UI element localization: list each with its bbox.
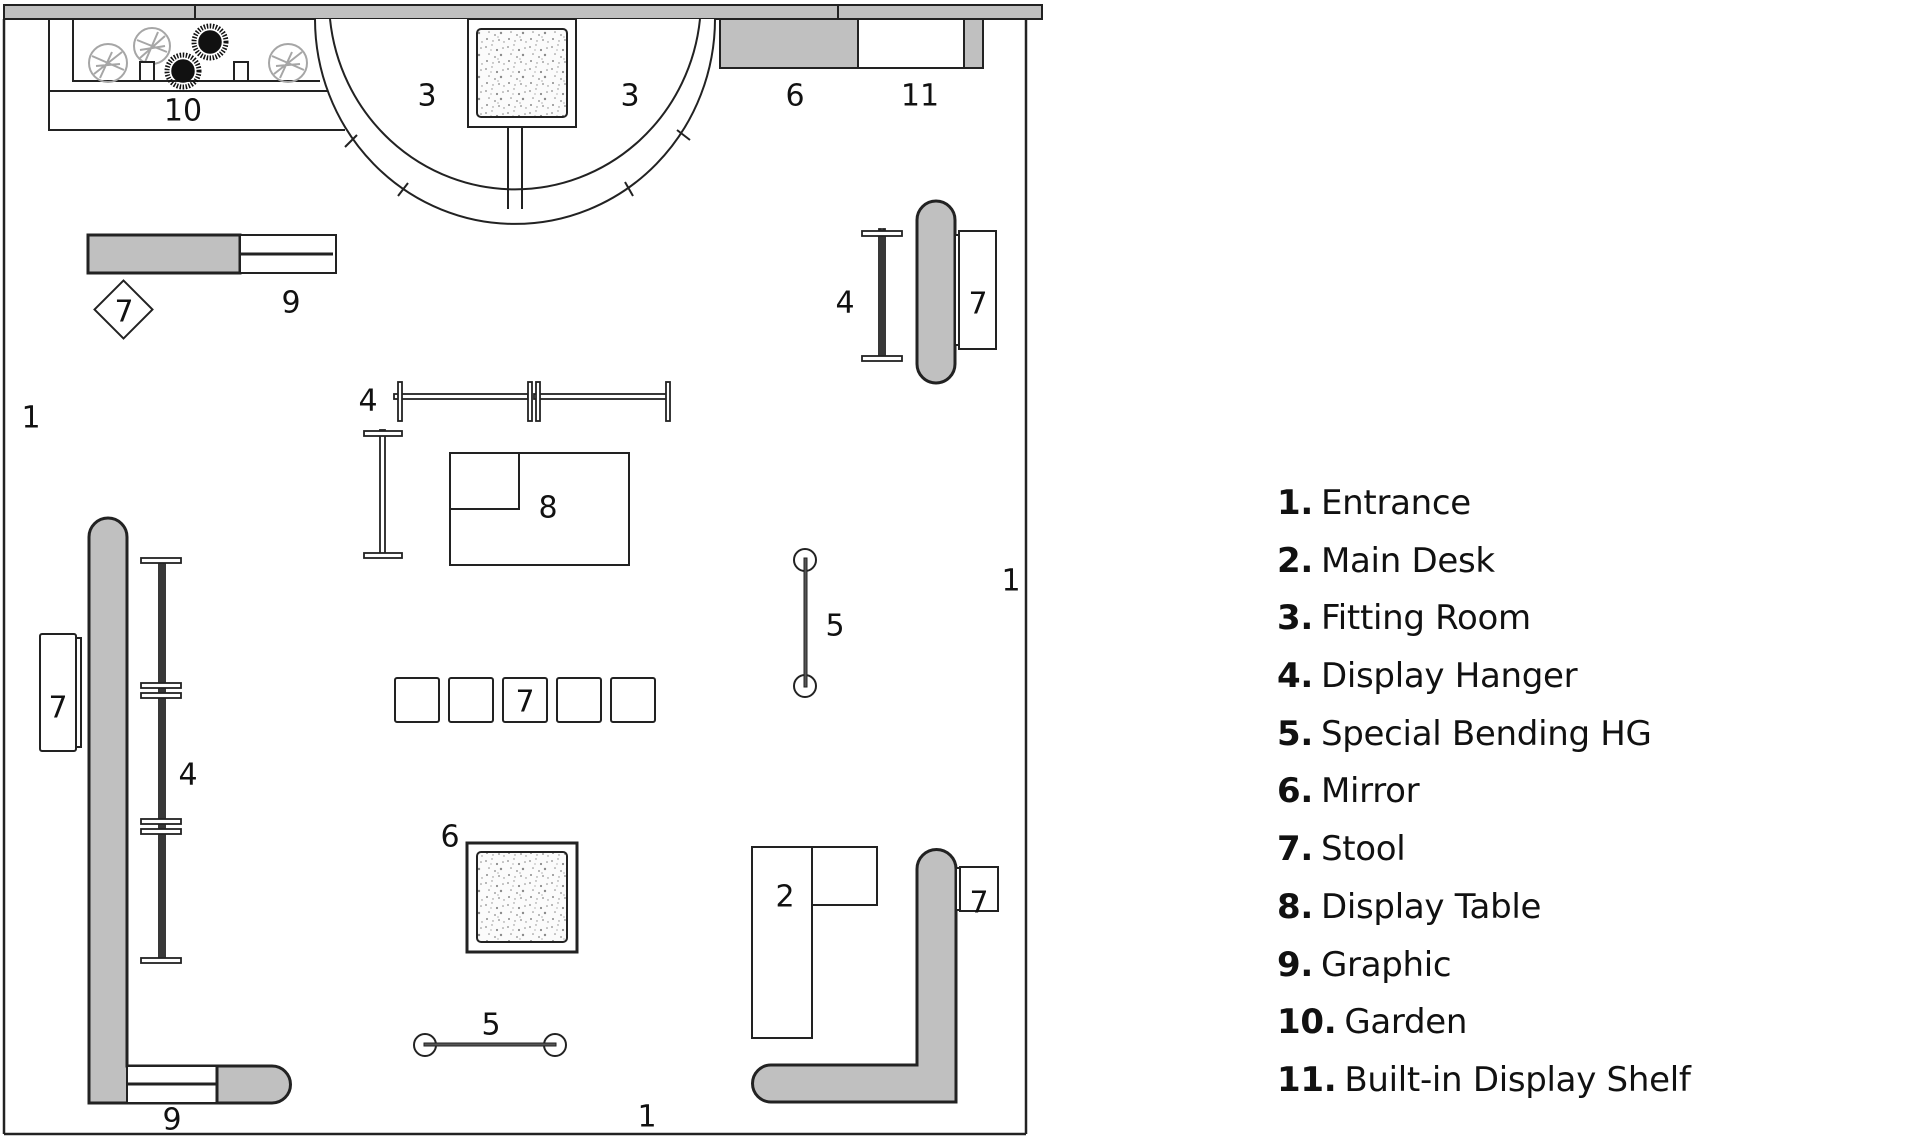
main-desk — [751, 846, 878, 1039]
entrance-left-label: 1 — [21, 401, 40, 436]
stool-row-label: 7 — [515, 685, 534, 720]
stool-diamond — [93, 279, 154, 340]
graphic-bottom-label: 9 — [162, 1103, 181, 1138]
graphic-panel-top — [86, 233, 337, 275]
partition-wall-right — [751, 848, 958, 1104]
legend-item: 11.Built-in Display Shelf — [1277, 1059, 1691, 1100]
display-table-label: 8 — [538, 491, 557, 526]
legend-item: 8.Display Table — [1277, 886, 1542, 927]
plant-icon — [133, 27, 171, 65]
outer-walls — [2, 19, 1028, 1136]
legend-item: 6.Mirror — [1277, 771, 1420, 812]
planter-post — [139, 61, 155, 82]
legend: 1.Entrance 2.Main Desk 3.Fitting Room 4.… — [1277, 480, 1691, 1115]
top-wall — [3, 4, 1043, 20]
hanger-center-label: 4 — [358, 384, 377, 419]
mirror-center-label: 6 — [440, 820, 459, 855]
floor-mirror — [465, 841, 579, 954]
hanger-top-right-label: 4 — [835, 286, 854, 321]
main-desk-label: 2 — [775, 880, 794, 915]
built-in-display-shelf — [857, 18, 984, 69]
stool — [394, 677, 440, 723]
plant-icon — [268, 43, 308, 83]
shrub-icon — [164, 52, 202, 90]
stool — [448, 677, 494, 723]
legend-item: 3.Fitting Room — [1277, 598, 1531, 639]
stool — [502, 677, 548, 723]
bending-hanger-right — [793, 548, 817, 698]
stool-bottom-right-label: 7 — [969, 886, 988, 921]
stool-top-right-label: 7 — [968, 287, 987, 322]
bending-hanger-bottom — [413, 1033, 567, 1057]
fitting-room-left-label: 3 — [417, 79, 436, 114]
legend-item: 5.Special Bending HG — [1277, 713, 1652, 754]
stool — [556, 677, 602, 723]
legend-item: 7.Stool — [1277, 829, 1406, 870]
fitting-room-mirror — [476, 28, 568, 118]
stool-left-label: 7 — [48, 691, 67, 726]
garden — [48, 19, 345, 131]
graphic-top-label: 9 — [281, 286, 300, 321]
bending-hg-right-label: 5 — [825, 609, 844, 644]
planter-post — [233, 61, 249, 82]
stool — [610, 677, 656, 723]
entrance-right-label: 1 — [1001, 564, 1020, 599]
stool-bottom-right — [955, 866, 999, 912]
fitting-room — [314, 18, 716, 225]
legend-item: 4.Display Hanger — [1277, 656, 1578, 697]
display-hanger-center — [393, 381, 671, 422]
display-hanger-top-right — [861, 228, 903, 362]
partition-wall — [915, 199, 957, 385]
garden-label: 10 — [164, 94, 202, 129]
bending-hg-bottom-label: 5 — [481, 1008, 500, 1043]
legend-item: 2.Main Desk — [1277, 540, 1495, 581]
partition-wall-left — [87, 516, 292, 1105]
display-hanger-left — [140, 557, 182, 964]
mirror-top-label: 6 — [785, 79, 804, 114]
legend-item: 10.Garden — [1277, 1002, 1468, 1043]
legend-item: 1.Entrance — [1277, 483, 1471, 523]
shrub-icon — [191, 23, 229, 61]
fitting-room-right-label: 3 — [620, 79, 639, 114]
stool-top-left-label: 7 — [114, 295, 133, 330]
floor-plan: 10 3 3 6 11 9 7 1 1 1 — [2, 4, 1043, 1138]
graphic-panel-bottom — [126, 1065, 219, 1104]
stool-top-right — [954, 230, 997, 350]
display-table — [449, 452, 630, 566]
display-hanger-vertical — [363, 429, 403, 559]
entrance-bottom-label: 1 — [637, 1100, 656, 1135]
hanger-left-label: 4 — [178, 758, 197, 793]
stool-left — [39, 633, 82, 752]
shelf-label: 11 — [901, 79, 939, 114]
stool-row — [394, 677, 656, 723]
legend-item: 9.Graphic — [1277, 944, 1452, 985]
plant-icon — [88, 43, 128, 83]
wall-mirror — [719, 18, 859, 69]
